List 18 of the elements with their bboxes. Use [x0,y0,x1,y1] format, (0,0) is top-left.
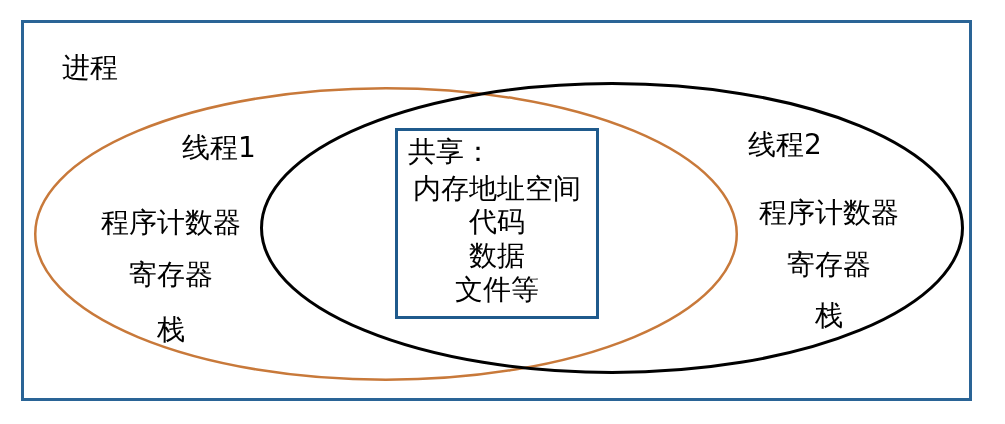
item-text: 内存地址空间 [413,172,581,206]
item-text: 栈 [157,313,185,347]
item-text: 寄存器 [787,248,871,282]
item-text: 程序计数器 [759,196,899,230]
thread-ellipse [34,87,738,381]
heading-text: 线程2 [748,128,822,162]
shared-box [395,128,599,319]
heading-text: 共享： [408,135,492,169]
item-text: 栈 [815,299,843,333]
item-text: 数据 [469,239,525,273]
heading-text: 进程 [62,51,118,85]
item-text: 寄存器 [129,258,213,292]
item-text: 程序计数器 [101,206,241,240]
process-frame [21,20,972,401]
thread-ellipse [260,82,964,374]
heading-text: 线程1 [182,131,256,165]
item-text: 文件等 [455,273,539,307]
item-text: 代码 [469,205,525,239]
